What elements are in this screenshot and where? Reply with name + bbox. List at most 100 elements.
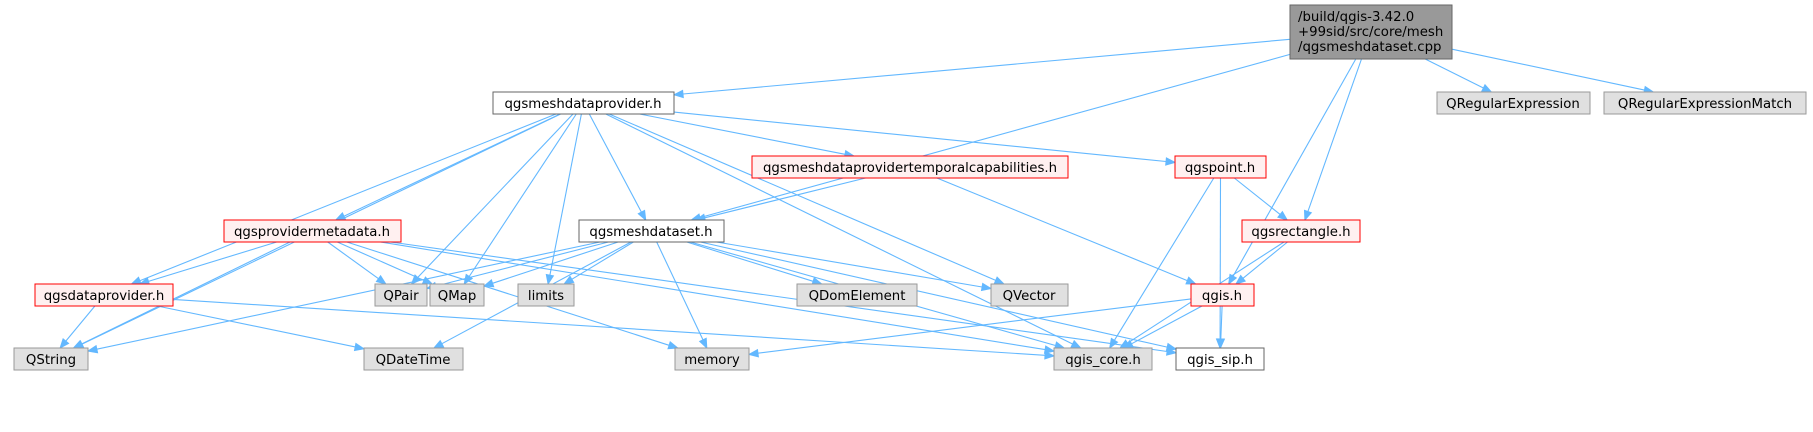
edge-qgsmeshdataset-to-limits	[571, 241, 634, 280]
edges-layer	[59, 38, 1655, 360]
edge-qgsrectangle-to-qgis	[1242, 241, 1288, 279]
arrowhead-qgspoint-to-qgsrectangle	[1277, 210, 1289, 221]
svg-text:qgsrectangle.h: qgsrectangle.h	[1251, 225, 1350, 240]
edge-qgis-to-qgis_core	[1131, 305, 1203, 345]
svg-text:qgsmeshdataprovidertemporalcap: qgsmeshdataprovidertemporalcapabilities.…	[763, 161, 1057, 176]
svg-text:qgsmeshdataprovider.h: qgsmeshdataprovider.h	[504, 97, 661, 112]
arrowhead-qgsdataprovider-to-qgis_core	[1044, 350, 1056, 360]
node-qgis-core[interactable]: qgis_core.h	[1053, 347, 1153, 371]
arrowhead-qgsmeshdataprovider-to-limits	[545, 273, 555, 286]
edge-qgsmeshdataset-to-qstring	[96, 241, 601, 350]
svg-text:qgspoint.h: qgspoint.h	[1185, 161, 1255, 176]
node-qgis[interactable]: qgis.h	[1190, 283, 1255, 307]
arrowhead-root-to-qgsmeshdataprovider	[672, 89, 684, 99]
arrowhead-qgsmeshdataprovidertemporalcapabilities-to-qgis	[1185, 276, 1197, 285]
arrowhead-qgsmeshdataprovider-to-qvector	[993, 276, 1006, 285]
edge-qgsmeshdataprovider-to-qpair	[417, 113, 574, 278]
svg-text:QString: QString	[26, 353, 76, 368]
arrowhead-qgsprovidermetadata-to-memory	[667, 340, 679, 350]
arrowhead-qgsprovidermetadata-to-qgis_core	[1043, 345, 1056, 354]
svg-text:qgsmeshdataset.h: qgsmeshdataset.h	[589, 225, 712, 240]
node-qregularexpressionmatch[interactable]: QRegularExpressionMatch	[1603, 91, 1807, 115]
node-qgsprovidermetadata[interactable]: qgsprovidermetadata.h	[223, 219, 402, 243]
edge-qgsmeshdataset-to-qdomelement	[686, 241, 814, 282]
arrowhead-qgsmeshdataset-to-qmap	[482, 279, 495, 288]
arrowhead-qgsmeshdataprovider-to-qgsmeshdataset	[637, 209, 647, 222]
svg-text:qgsdataprovider.h: qgsdataprovider.h	[44, 289, 165, 304]
edge-root-to-qgsrectangle	[1307, 58, 1363, 212]
edge-qgsdataprovider-to-qstring	[65, 305, 96, 342]
svg-text:memory: memory	[684, 353, 740, 368]
edge-qgspoint-to-qgsrectangle	[1233, 177, 1281, 215]
edge-qgsmeshdataset-to-qpair	[435, 241, 609, 287]
node-qmap[interactable]: QMap	[429, 283, 485, 307]
nodes-layer: /build/qgis-3.42.0 +99sid/src/core/mesh …	[13, 4, 1807, 371]
edge-qgsprovidermetadata-to-qgis_core	[380, 241, 1046, 351]
arrowhead-qgsmeshdataset-to-limits	[562, 275, 575, 285]
node-qdomelement[interactable]: QDomElement	[796, 283, 918, 307]
arrowhead-qgsmeshdataprovider-to-qgspoint	[1165, 157, 1177, 166]
node-qgsmeshdataset[interactable]: qgsmeshdataset.h	[578, 219, 725, 243]
svg-text:/build/qgis-3.42.0: /build/qgis-3.42.0	[1298, 10, 1414, 25]
node-qpair[interactable]: QPair	[374, 283, 428, 307]
svg-text:QVector: QVector	[1003, 289, 1056, 304]
edge-root-to-qgsmeshdataprovider	[682, 38, 1291, 95]
svg-text:qgis_sip.h: qgis_sip.h	[1187, 353, 1253, 368]
arrowhead-qgsprovidermetadata-to-qstring	[72, 339, 84, 349]
arrowhead-qgsmeshdataset-to-qvector	[980, 282, 993, 292]
edge-root-to-qregularexpression	[1424, 58, 1484, 89]
node-qvector[interactable]: QVector	[990, 283, 1069, 307]
edge-qgsprovidermetadata-to-qpair	[327, 241, 379, 280]
node-limits[interactable]: limits	[517, 283, 575, 307]
edge-qgsmeshdataprovider-to-limits	[549, 113, 582, 276]
arrowhead-root-to-qgsrectangle	[1303, 209, 1313, 222]
edge-qgsprovidermetadata-to-qgsdataprovider	[148, 241, 277, 282]
edge-qgsmeshdataprovider-to-qgsmeshdataprovidertemporalcapabilities	[639, 113, 846, 155]
edge-qgsmeshdataset-to-qmap	[492, 241, 619, 284]
arrowhead-qgsrectangle-to-qgis	[1234, 274, 1247, 285]
node-qstring[interactable]: QString	[13, 347, 89, 371]
edge-qgis-to-qgis_sip	[1220, 305, 1223, 340]
edge-qgsmeshdataset-to-memory	[656, 241, 704, 341]
node-qregularexpression[interactable]: QRegularExpression	[1436, 91, 1591, 115]
edge-root-to-qgsmeshdataset	[699, 53, 1291, 219]
node-qgsmeshdataprovider[interactable]: qgsmeshdataprovider.h	[492, 91, 675, 115]
svg-text:QDomElement: QDomElement	[809, 289, 906, 304]
edge-root-to-qregularexpressionmatch	[1451, 48, 1645, 91]
node-qgsrectangle[interactable]: qgsrectangle.h	[1241, 219, 1361, 243]
svg-text:QRegularExpression: QRegularExpression	[1446, 97, 1580, 112]
node-qgis-sip[interactable]: qgis_sip.h	[1175, 347, 1265, 371]
edge-qgsmeshdataset-to-qvector	[716, 241, 983, 288]
arrowhead-root-to-qregularexpression	[1481, 83, 1493, 93]
arrowhead-qgsmeshdataprovider-to-qmap	[463, 273, 474, 286]
edge-qgsdataprovider-to-qgis_core	[172, 298, 1046, 356]
node-memory[interactable]: memory	[674, 347, 750, 371]
arrowhead-qgsmeshdataprovider-to-qgsdataprovider	[130, 276, 142, 285]
arrowhead-qgsdataprovider-to-qstring	[59, 337, 70, 350]
edge-qgsmeshdataprovider-to-qmap	[468, 113, 577, 277]
svg-text:QRegularExpressionMatch: QRegularExpressionMatch	[1618, 97, 1792, 112]
arrowhead-qgsmeshdataset-to-qgis_sip	[1165, 342, 1178, 352]
edge-qgis-to-memory	[757, 298, 1192, 354]
node-qgsmeshdataprovidertemporalcapabilities[interactable]: qgsmeshdataprovidertemporalcapabilities.…	[751, 155, 1069, 179]
arrowhead-qgsdataprovider-to-qdatetime	[353, 342, 366, 352]
svg-text:qgis.h: qgis.h	[1202, 289, 1242, 304]
edge-qgsprovidermetadata-to-qgis_sip	[390, 241, 1168, 353]
edge-qgsmeshdataprovider-to-qgsdataprovider	[139, 113, 557, 282]
edge-qgsmeshdataprovidertemporalcapabilities-to-qgsmeshdataset	[704, 177, 866, 219]
node-qdatetime[interactable]: QDateTime	[363, 347, 464, 371]
node-qgspoint[interactable]: qgspoint.h	[1174, 155, 1267, 179]
svg-text:qgis_core.h: qgis_core.h	[1065, 353, 1141, 368]
edge-qgsprovidermetadata-to-qmap	[337, 241, 425, 281]
svg-text:QPair: QPair	[383, 289, 419, 304]
edge-qgsmeshdataprovider-to-qvector	[608, 113, 996, 281]
arrowhead-qgsmeshdataset-to-memory	[698, 337, 708, 350]
node-root[interactable]: /build/qgis-3.42.0 +99sid/src/core/mesh …	[1289, 4, 1453, 60]
arrowhead-qgsmeshdataset-to-qstring	[86, 344, 99, 354]
node-qgsdataprovider[interactable]: qgsdataprovider.h	[34, 283, 174, 307]
svg-text:+99sid/src/core/mesh: +99sid/src/core/mesh	[1298, 25, 1443, 40]
arrowhead-qgis-to-memory	[747, 348, 759, 358]
edge-qgsmeshdataset-to-qgis_sip	[700, 241, 1168, 348]
edge-qgspoint-to-qgis_core	[1113, 177, 1215, 341]
